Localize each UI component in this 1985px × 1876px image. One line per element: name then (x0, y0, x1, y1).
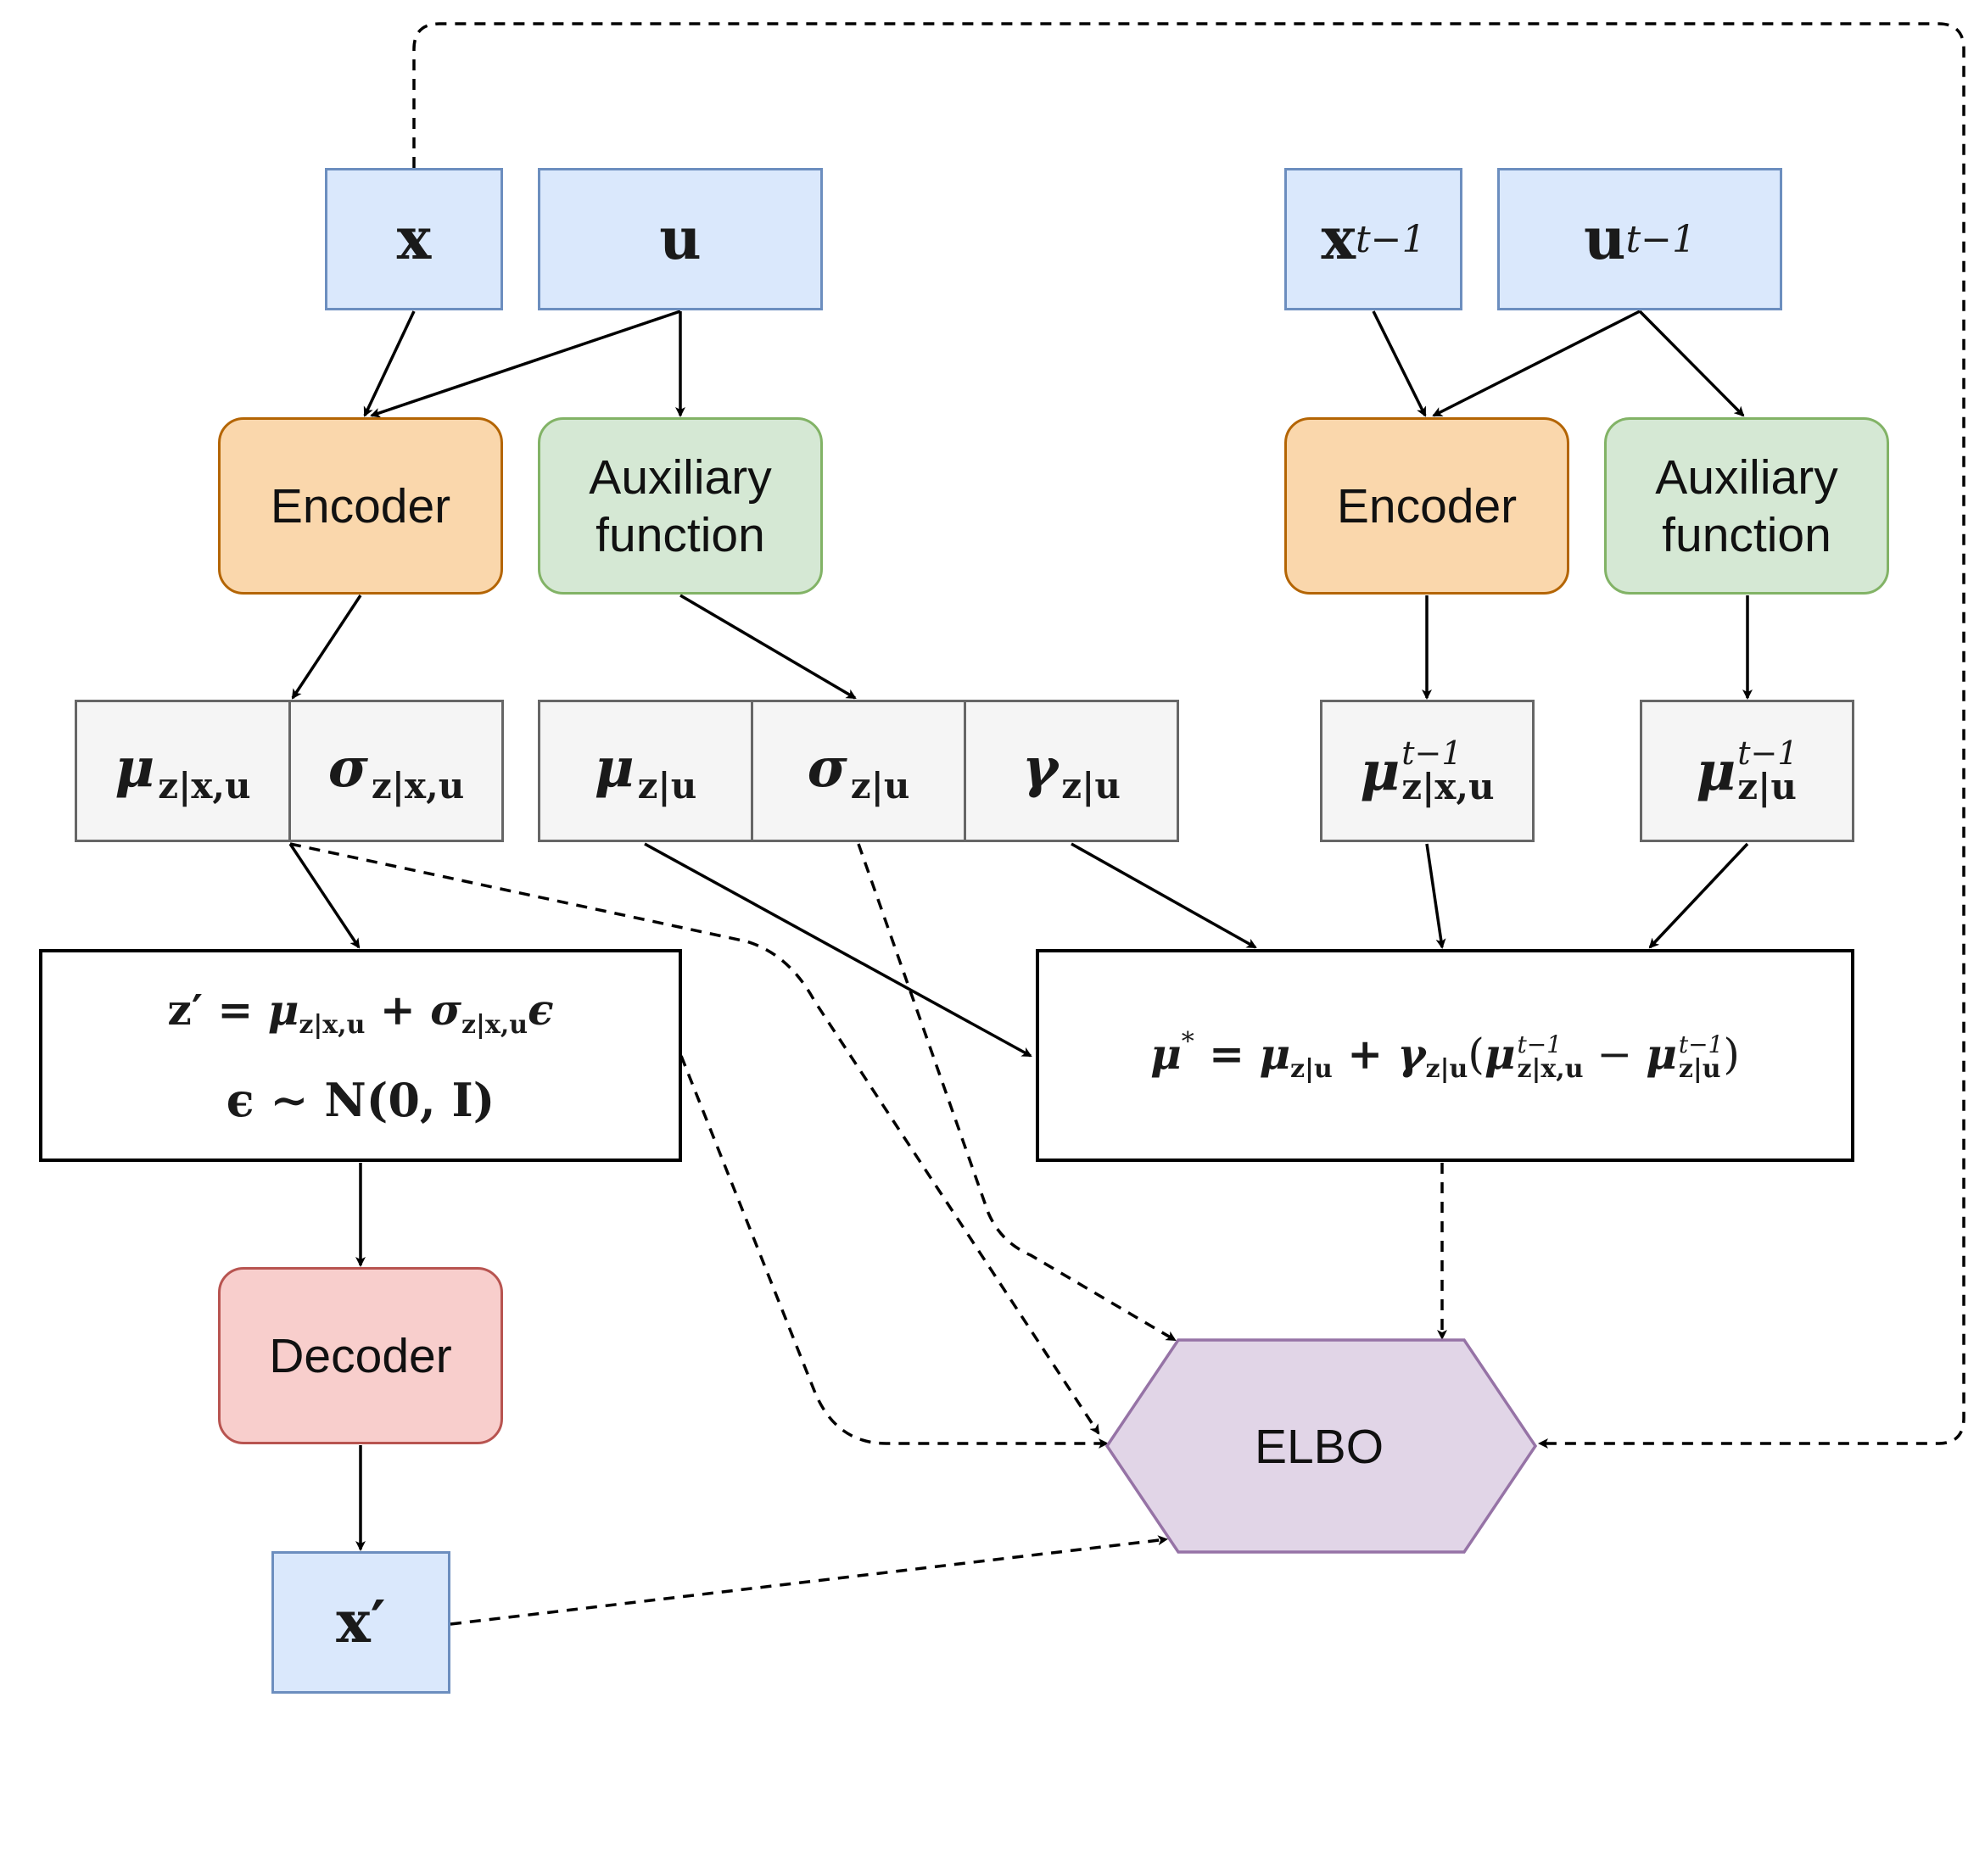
stat-gamma-zu-symbol: γ (1022, 735, 1059, 800)
mu-star-gamma-sub: z|u (1425, 1053, 1468, 1084)
mu-star-gamma: γ (1397, 1028, 1426, 1079)
arrow-encoder-to-stats (291, 595, 362, 700)
stat-sigma-zu-subscript: z|u (850, 764, 910, 807)
stat-mu-prev-zu-sub: z|u (1737, 766, 1797, 807)
input-u-label: u (659, 205, 702, 273)
stat-gamma-zu: γz|u (964, 700, 1179, 842)
reparam-sigma-sub: z|x,u (461, 1009, 528, 1040)
auxiliary-left-label: Auxiliary function (589, 449, 772, 562)
stat-sigma-zu: σz|u (751, 700, 966, 842)
stat-mu-prev-zu-symbol: μ (1696, 739, 1736, 803)
elbo-label: ELBO (1255, 1420, 1384, 1474)
mu-star-mu-sub: z|u (1290, 1053, 1333, 1084)
decoder: Decoder (218, 1267, 503, 1444)
stat-mu-prev-zxu-sup: t−1 (1401, 734, 1462, 772)
mu-star-plus: + (1332, 1028, 1398, 1079)
mu-star-eq: = (1194, 1028, 1260, 1079)
arrow-stats-to-reparam (288, 843, 361, 949)
stat-mu-zu-symbol: μ (594, 735, 635, 800)
reparam-mu: μ (267, 984, 299, 1035)
dashed-x-to-elbo (412, 22, 1965, 1449)
arrow-xprev-to-encoder (1372, 310, 1427, 417)
stat-sigma-zxu-subscript: z|x,u (371, 764, 465, 807)
mu-star-mu2: μ (1646, 1028, 1677, 1079)
dashed-reparam-to-elbo (679, 1055, 1109, 1449)
decoder-label: Decoder (269, 1328, 452, 1383)
stat-sigma-zxu-symbol: σ (327, 735, 368, 800)
arrow-x-to-encoder (363, 310, 416, 417)
auxiliary-right: Auxiliary function (1604, 417, 1889, 595)
reparam-eps: ϵ (528, 984, 554, 1035)
stat-mu-prev-zxu-sub: z|x,u (1401, 766, 1495, 807)
mu-star-minus: − (1583, 1029, 1647, 1079)
output-x-recon: x′ (271, 1551, 450, 1694)
arrow-muzu-to-mustar (644, 842, 1032, 1058)
stat-mu-zxu-subscript: z|x,u (158, 764, 251, 807)
mu-star-close: ) (1723, 1029, 1740, 1079)
input-x-prev-base: x (1321, 205, 1356, 273)
stat-mu-zu: μz|u (538, 700, 753, 842)
arrow-u-to-encoder (370, 310, 681, 418)
reparam-line-1: z′ = μz|x,u + σz|x,uϵ (167, 988, 553, 1040)
input-u: u (538, 168, 823, 310)
mu-star-mu: μ (1259, 1028, 1291, 1079)
input-x-label: x (396, 205, 432, 273)
reparam-box: z′ = μz|x,u + σz|x,uϵ ϵ ∼ N(0, I) (39, 949, 682, 1162)
elbo-hexagon (1104, 1338, 1538, 1554)
reparam-lhs: z′ = (167, 984, 268, 1035)
reparam-sigma: σ (430, 984, 462, 1035)
input-x-prev-sup: t−1 (1356, 217, 1426, 261)
encoder-right: Encoder (1284, 417, 1569, 595)
arrow-muprev-zu-to-mustar (1648, 842, 1749, 949)
arrow-uprev-to-encoder (1432, 310, 1641, 417)
mu-star-lhs-sup: * (1181, 1026, 1194, 1057)
input-x: x (325, 168, 503, 310)
mu-star-mu1-sub: z|x,u (1517, 1053, 1584, 1084)
auxiliary-right-label: Auxiliary function (1655, 449, 1838, 562)
output-x-recon-label: x′ (336, 1588, 386, 1656)
mu-star-mu1: μ (1484, 1028, 1516, 1079)
dashed-stats-to-elbo (289, 842, 1100, 1435)
mu-star-mu2-sup: t−1 (1678, 1030, 1724, 1058)
encoder-left: Encoder (218, 417, 503, 595)
input-u-prev-base: u (1584, 205, 1626, 273)
input-u-prev-sup: t−1 (1625, 217, 1696, 261)
mu-star-mu2-sub: z|u (1678, 1053, 1721, 1084)
stat-sigma-zu-symbol: σ (807, 735, 847, 800)
dashed-xrecon-to-elbo (450, 1535, 1168, 1626)
reparam-plus: + (365, 984, 431, 1035)
encoder-right-label: Encoder (1336, 478, 1518, 533)
encoder-left-label: Encoder (270, 478, 451, 533)
mu-star-open: ( (1468, 1029, 1485, 1079)
reparam-line-2: ϵ ∼ N(0, I) (226, 1072, 495, 1127)
auxiliary-left: Auxiliary function (538, 417, 823, 595)
stat-sigma-zxu: σz|x,u (288, 700, 504, 842)
arrow-uprev-to-auxiliary (1638, 310, 1745, 417)
dashed-sigma-zu-to-elbo (857, 843, 1177, 1342)
stat-mu-zxu-symbol: μ (115, 735, 155, 800)
stat-gamma-zu-subscript: z|u (1061, 764, 1121, 807)
arrow-muprev-zxu-to-mustar (1425, 843, 1446, 949)
stat-mu-prev-zu-sup: t−1 (1737, 734, 1798, 772)
mu-star-mu1-sup: t−1 (1517, 1030, 1562, 1058)
arrow-gamma-to-mustar (1071, 842, 1257, 949)
reparam-mu-sub: z|x,u (299, 1009, 366, 1040)
mu-star-lhs: μ (1150, 1028, 1182, 1079)
stat-mu-prev-zxu-symbol: μ (1360, 739, 1401, 803)
stat-mu-zu-subscript: z|u (637, 764, 697, 807)
stat-mu-zxu: μz|x,u (75, 700, 291, 842)
arrow-auxiliary-to-stats (679, 594, 857, 700)
